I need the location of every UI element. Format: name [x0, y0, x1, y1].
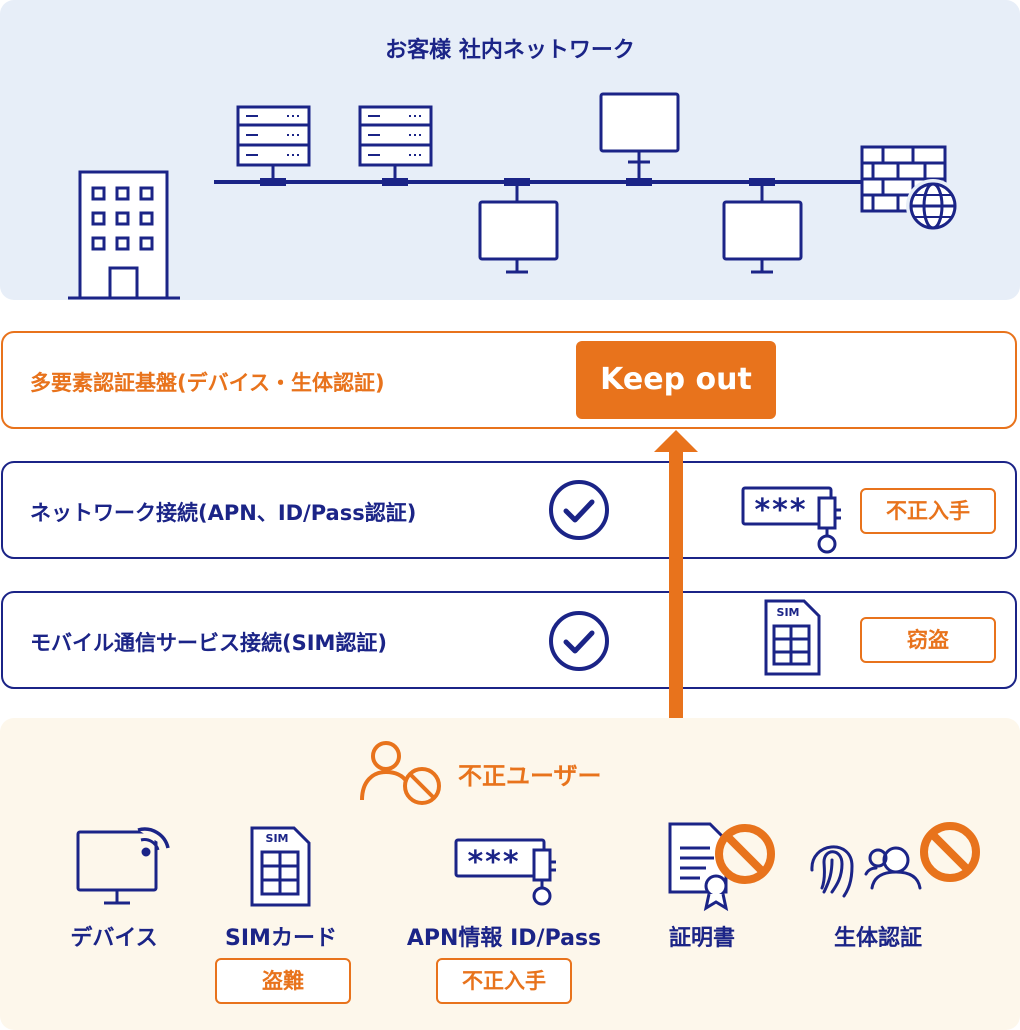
face-scan-icon — [882, 846, 910, 874]
keep-out-badge: Keep out — [576, 341, 776, 419]
password-mask-text: *** — [467, 845, 520, 880]
attacker-title: 不正ユーザー — [458, 762, 602, 790]
item-label-device: デバイス — [70, 926, 158, 951]
monitor-icon — [599, 92, 680, 186]
item-label-certificate: 証明書 — [668, 926, 735, 951]
mobile-auth-label: モバイル通信サービス接続(SIM認証) — [30, 631, 388, 655]
password-mask-text: *** — [754, 493, 807, 528]
server-icon — [358, 105, 433, 186]
network-auth-layer — [1, 461, 1017, 559]
sim-card-icon: SIM — [250, 826, 311, 907]
prohibited-icon — [920, 822, 980, 882]
mfa-layer — [1, 331, 1017, 429]
mfa-layer-label: 多要素認証基盤(デバイス・生体認証) — [30, 371, 385, 395]
sim-label-text: SIM — [777, 606, 800, 619]
item-label-sim-card: SIMカード — [225, 926, 337, 951]
stolen-tag: 盗難 — [215, 958, 351, 1004]
blocked-attack-arrow — [654, 430, 698, 718]
sim-label-text: SIM — [266, 832, 289, 845]
network-title: お客様 社内ネットワーク — [385, 38, 635, 63]
password-key-icon: *** — [454, 838, 556, 906]
office-building-icon — [68, 170, 180, 300]
server-icon — [236, 105, 311, 186]
check-circle-icon — [549, 611, 609, 671]
monitor-icon — [722, 178, 803, 274]
item-label-apn: APN情報 ID/Pass — [406, 926, 602, 951]
prohibited-icon — [715, 824, 775, 884]
firewall-icon — [860, 145, 947, 213]
globe-icon — [906, 179, 960, 233]
network-diagram — [68, 92, 960, 300]
password-key-icon: *** — [741, 486, 841, 554]
biometric-icon — [810, 845, 922, 898]
sim-card-icon: SIM — [764, 599, 821, 676]
blocked-user-icon — [360, 741, 441, 805]
network-auth-label: ネットワーク接続(APN、ID/Pass認証) — [30, 501, 417, 525]
check-circle-icon — [549, 480, 609, 540]
illicit-acquisition-tag: 不正入手 — [860, 488, 996, 534]
theft-tag: 窃盗 — [860, 617, 996, 663]
illicit-acquisition-tag: 不正入手 — [436, 958, 572, 1004]
monitor-icon — [478, 178, 559, 274]
mobile-auth-layer — [1, 591, 1017, 689]
item-label-biometric: 生体認証 — [833, 926, 922, 951]
fingerprint-icon — [810, 845, 854, 898]
certificate-icon — [668, 822, 729, 912]
wifi-monitor-icon — [76, 827, 170, 905]
